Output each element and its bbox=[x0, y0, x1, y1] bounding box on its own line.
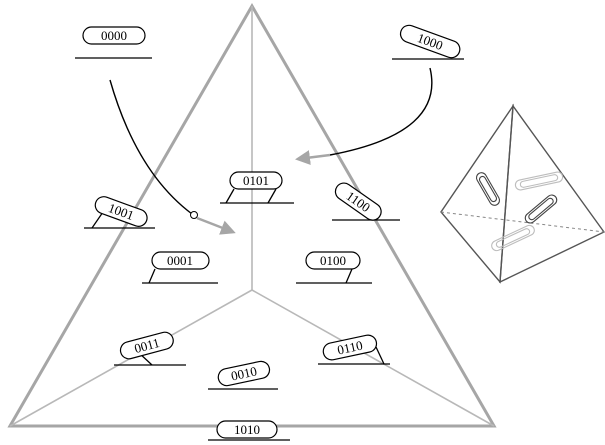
node-1000: 1000 bbox=[392, 24, 464, 60]
node-0000: 0000 bbox=[75, 26, 152, 59]
label-0000: 0000 bbox=[101, 28, 127, 43]
paper-clip-light-top bbox=[514, 171, 564, 191]
tetrahedron-illustration bbox=[440, 103, 605, 284]
node-1010: 1010 bbox=[208, 420, 290, 441]
node-1001: 1001 bbox=[84, 196, 155, 229]
node-0101: 0101 bbox=[220, 171, 294, 204]
arrow-curve-0000 bbox=[109, 79, 193, 215]
tetra-hidden-edge bbox=[440, 211, 605, 233]
node-0100: 0100 bbox=[296, 251, 372, 284]
arrow-joint-dot bbox=[190, 211, 198, 219]
arrow-curve-1000 bbox=[329, 67, 433, 156]
node-0011: 0011 bbox=[114, 331, 186, 366]
node-0010: 0010 bbox=[208, 360, 278, 390]
label-0101: 0101 bbox=[243, 173, 269, 188]
arrow-head-0000 bbox=[196, 216, 236, 235]
paper-clip-dark-left bbox=[475, 172, 501, 206]
tetra-face-right bbox=[499, 104, 605, 284]
paper-clip-dark-right bbox=[524, 194, 558, 224]
node-1100: 1100 bbox=[332, 182, 400, 221]
arrow-head-1000 bbox=[295, 150, 331, 165]
node-0110: 0110 bbox=[318, 334, 390, 365]
paper-clip-light-bottom bbox=[491, 224, 535, 252]
node-0001: 0001 bbox=[142, 251, 218, 284]
label-0010: 0010 bbox=[230, 363, 259, 383]
label-0100: 0100 bbox=[320, 253, 346, 268]
label-0110: 0110 bbox=[336, 338, 364, 358]
label-0001: 0001 bbox=[167, 253, 193, 268]
inner-edge-right bbox=[251, 289, 495, 427]
label-1010: 1010 bbox=[234, 422, 260, 437]
label-0011: 0011 bbox=[133, 335, 162, 356]
